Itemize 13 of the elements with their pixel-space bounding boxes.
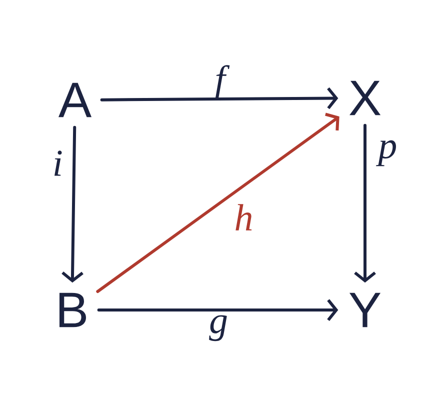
object-label: B xyxy=(59,292,86,328)
object-label: A xyxy=(58,82,92,118)
arrow xyxy=(100,87,338,110)
object-label: X xyxy=(350,80,381,116)
arrow xyxy=(97,299,338,321)
arrow xyxy=(96,112,340,293)
arrow xyxy=(62,126,84,283)
arrow xyxy=(354,124,376,283)
edge-label: h xyxy=(236,204,252,230)
edge-label: i xyxy=(54,150,62,176)
edge-label: p xyxy=(376,140,396,166)
edge-label: g xyxy=(209,315,227,342)
object-label: Y xyxy=(349,292,381,328)
